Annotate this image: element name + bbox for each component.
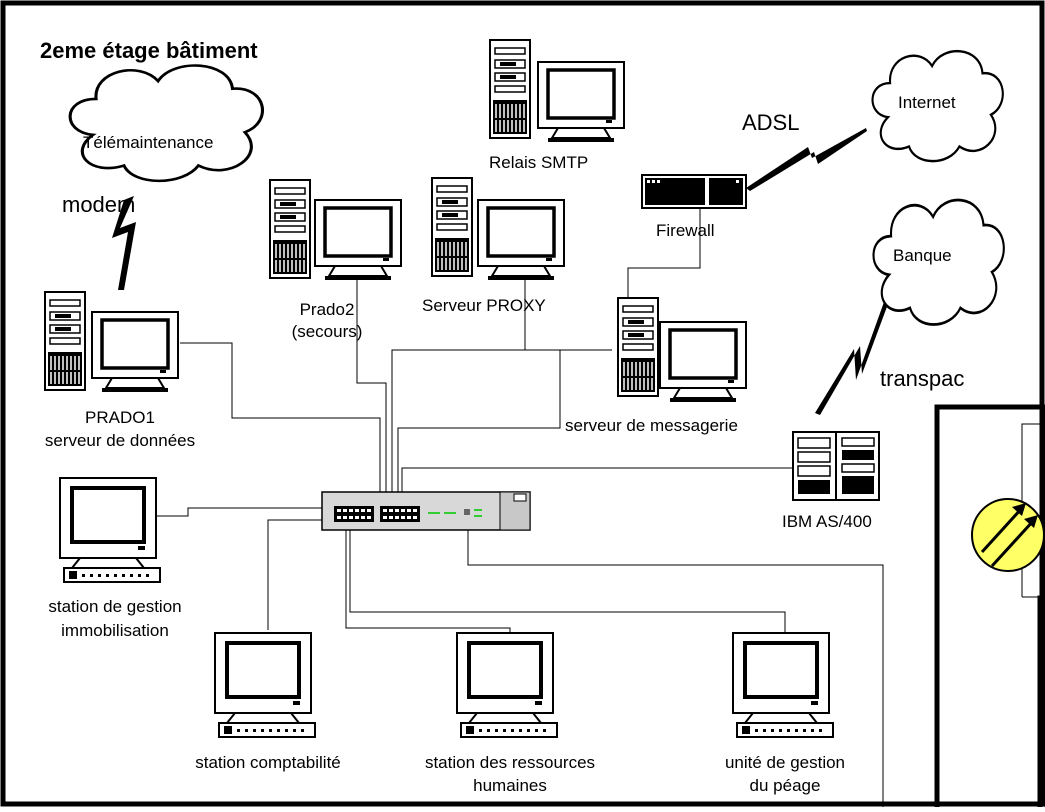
immobilisation-label-line2: immobilisation	[61, 621, 169, 640]
firewall-label: Firewall	[656, 221, 715, 240]
comptabilite-label: station comptabilité	[195, 753, 341, 772]
transpac-link-icon	[815, 302, 888, 415]
relais-smtp-label: Relais SMTP	[489, 153, 588, 172]
peage-label-line1: unité de gestion	[725, 753, 845, 772]
transpac-label: transpac	[880, 366, 964, 391]
peage-label-line2: du péage	[750, 776, 821, 795]
immobilisation-label-line1: station de gestion	[48, 597, 181, 616]
workstation-peage-icon	[731, 631, 835, 739]
ibm-label: IBM AS/400	[782, 512, 872, 531]
cloud-banque: Banque	[872, 198, 1006, 326]
lightning-links	[112, 128, 888, 415]
prado2-label-line2: (secours)	[292, 322, 363, 341]
messagerie-server-icon	[617, 297, 748, 404]
adjacent-room	[934, 404, 1045, 812]
ibm-as400-icon	[792, 431, 880, 501]
adsl-link-icon	[746, 128, 867, 191]
network-switch-icon	[321, 491, 531, 531]
svg-text:Banque: Banque	[893, 246, 952, 265]
page-title: 2eme étage bâtiment	[40, 38, 258, 63]
prado1-label-line1: PRADO1	[85, 408, 155, 427]
workstation-comptabilite-icon	[213, 631, 317, 739]
adsl-label: ADSL	[742, 110, 799, 135]
prado1-label-line2: serveur de données	[45, 431, 195, 450]
rh-label-line1: station des ressources	[425, 753, 595, 772]
workstation-rh-icon	[455, 631, 559, 739]
proxy-label: Serveur PROXY	[422, 296, 546, 315]
firewall-icon	[641, 174, 747, 209]
relais-smtp-server-icon	[489, 39, 626, 144]
router-icon	[971, 498, 1045, 572]
prado1-server-icon	[44, 291, 180, 394]
messagerie-label: serveur de messagerie	[565, 416, 738, 435]
workstation-immobilisation-icon	[58, 476, 162, 584]
svg-text:Télémaintenance: Télémaintenance	[83, 133, 213, 152]
prado2-label-line1: Prado2	[300, 300, 355, 319]
modem-link-icon	[112, 196, 136, 290]
svg-text:Internet: Internet	[898, 93, 956, 112]
network-cables	[155, 200, 884, 807]
cloud-internet: Internet	[871, 49, 1005, 163]
prado2-server-icon	[269, 179, 403, 282]
rh-label-line2: humaines	[473, 776, 547, 795]
modem-label: modem	[62, 192, 135, 217]
proxy-server-icon	[431, 177, 566, 282]
cloud-telemaintenance: Télémaintenance	[68, 63, 265, 183]
